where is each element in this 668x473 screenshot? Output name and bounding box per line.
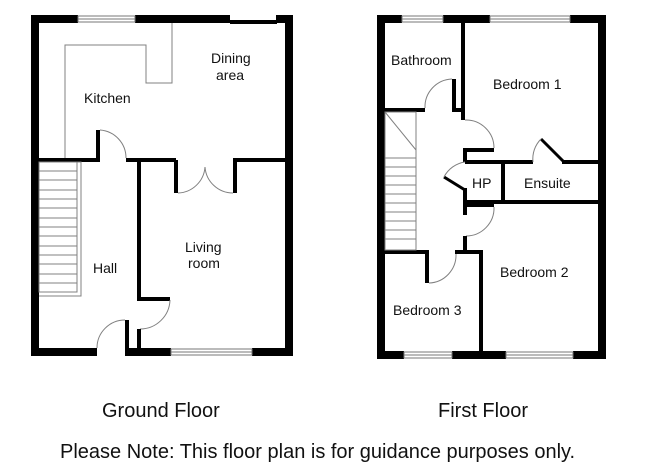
ff-ensuite-wall-top-a <box>465 160 533 164</box>
ground-floor-plan: Kitchen Dining area Hall Living room <box>31 15 293 356</box>
hp-door-leaf <box>443 175 466 192</box>
living-room-door-swing <box>139 299 171 330</box>
gf-living-wall-stub <box>137 297 170 301</box>
room-label-kitchen: Kitchen <box>84 90 131 106</box>
room-label-ensuite: Ensuite <box>524 175 571 191</box>
gf-front-door-stub <box>125 320 129 354</box>
room-label-dining-line2: area <box>216 67 244 83</box>
ff-ensuite-wall-bottom <box>463 200 598 204</box>
ff-bathroom-wall-right-foot <box>452 108 464 112</box>
gf-stairs <box>38 161 82 297</box>
ff-outer-wall-right <box>598 15 606 359</box>
ff-bedroom2-wall-left-bottom <box>463 236 467 253</box>
room-label-bedroom1: Bedroom 1 <box>493 76 562 92</box>
ff-stairs <box>384 111 417 251</box>
front-door-swing <box>96 319 126 349</box>
ff-hp-wall-top <box>463 148 494 152</box>
gf-outer-wall-bottom-right <box>252 348 293 356</box>
guidance-note: Please Note: This floor plan is for guid… <box>60 441 575 463</box>
room-label-hp: HP <box>472 175 491 191</box>
bedroom2-door-swing <box>465 206 495 237</box>
ff-hp-ensuite-divider <box>501 162 505 202</box>
gf-wall-kitchen-hall <box>39 158 99 162</box>
gf-wall-dining-living-right <box>233 158 285 162</box>
ff-bedroom2-wall-left-top <box>463 203 467 215</box>
first-floor-title: First Floor <box>438 400 528 422</box>
ff-outer-wall-top-b <box>443 15 490 23</box>
ground-floor-title: Ground Floor <box>102 400 220 422</box>
ff-bedroom2-wall-top-stub <box>463 203 494 207</box>
ensuite-door-swing <box>532 138 542 163</box>
room-label-bedroom2: Bedroom 2 <box>500 264 569 280</box>
ff-outer-wall-bottom-a <box>377 351 404 359</box>
room-label-dining-line1: Dining <box>211 50 251 66</box>
room-label-hall: Hall <box>93 260 117 276</box>
room-label-bathroom: Bathroom <box>391 52 452 68</box>
kitchen-door-swing <box>99 129 127 159</box>
room-label-bedroom3: Bedroom 3 <box>393 302 462 318</box>
ff-bedroom3-bedroom2-divider <box>479 250 483 355</box>
first-floor-plan: Bathroom Bedroom 1 HP Ensuite Bedroom 2 … <box>377 15 606 359</box>
ff-outer-wall-bottom-c <box>573 351 606 359</box>
living-double-door-left-swing <box>177 166 206 194</box>
kitchen-counter-outline <box>64 23 173 158</box>
ff-bedroom3-wall-top-b <box>455 250 483 254</box>
gf-double-door-stub-right <box>233 160 237 193</box>
ff-outer-wall-left <box>377 15 385 359</box>
gf-living-wall-lower <box>137 329 141 354</box>
gf-outer-wall-left <box>31 15 39 356</box>
ff-bathroom-door-stub <box>452 79 456 111</box>
ff-outer-wall-top-a <box>377 15 402 23</box>
gf-outer-wall-right <box>285 15 293 356</box>
ff-bedroom1-wall-left <box>461 22 465 120</box>
ff-hp-wall-left-top <box>463 148 467 162</box>
bedroom1-door-swing <box>464 119 495 149</box>
room-label-living-line1: Living <box>185 239 222 255</box>
ff-hp-wall-left-bottom <box>463 188 467 202</box>
gf-outer-wall-top-right <box>276 15 293 23</box>
ensuite-door-leaf <box>539 137 565 163</box>
bedroom3-door-swing <box>428 253 457 284</box>
gf-outer-wall-bottom-left <box>31 348 97 356</box>
room-label-living-line2: room <box>188 255 220 271</box>
gf-outer-wall-bottom-mid <box>125 348 171 356</box>
ff-outer-wall-top-c <box>570 15 606 23</box>
ff-bedroom3-door-stub <box>425 250 429 283</box>
gf-double-door-stub-left <box>174 160 178 193</box>
gf-outer-wall-top-left <box>31 15 78 23</box>
ff-bathroom-wall-bottom <box>385 108 425 112</box>
bathroom-door-swing <box>424 78 453 109</box>
gf-outer-wall-top-step <box>230 20 277 24</box>
hp-door-swing <box>443 161 466 178</box>
gf-outer-wall-top-mid <box>135 15 230 23</box>
ff-ensuite-wall-top-b <box>562 160 598 164</box>
ff-bedroom3-wall-top-a <box>385 250 429 254</box>
gf-wall-hall-dining <box>126 158 176 162</box>
gf-kitchen-door-stub <box>96 130 100 162</box>
gf-living-wall-left <box>137 160 141 301</box>
living-double-door-right-swing <box>204 166 234 194</box>
